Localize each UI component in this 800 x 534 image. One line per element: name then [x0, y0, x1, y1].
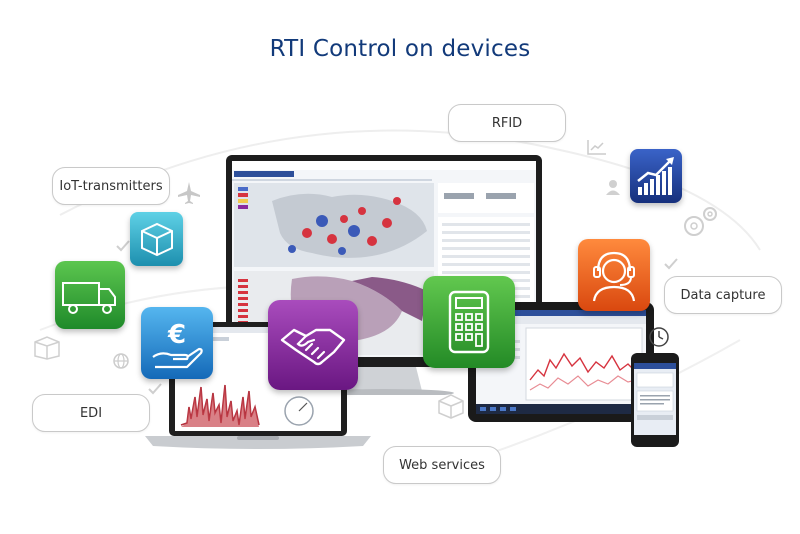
person-icon — [606, 180, 620, 195]
handshake-icon — [268, 300, 358, 390]
svg-text:€: € — [167, 320, 186, 350]
desktop-monitor — [226, 155, 542, 395]
package-box-icon — [130, 212, 183, 266]
web-services-label: Web services — [383, 446, 501, 484]
smartphone — [631, 353, 679, 447]
checkmark-icon — [664, 258, 678, 270]
euro-hand-icon: € — [141, 307, 213, 379]
checkmark-icon — [148, 383, 162, 395]
checkmark-icon — [116, 240, 130, 252]
package-outline-icon — [438, 394, 464, 419]
airplane-icon — [178, 182, 200, 204]
clock-icon — [649, 327, 669, 347]
gears-icon — [684, 207, 717, 236]
headset-agent-icon — [578, 239, 650, 311]
chart-outline-icon — [587, 140, 606, 155]
data-capture-label: Data capture — [664, 276, 782, 314]
edi-label: EDI — [32, 394, 150, 432]
page-title: RTI Control on devices — [269, 36, 531, 62]
iot-transmitters-label: IoT-transmitters — [52, 167, 170, 205]
rfid-label: RFID — [448, 104, 566, 142]
calculator-icon — [423, 276, 515, 368]
truck-icon — [55, 261, 125, 329]
chart-growth-icon — [630, 149, 682, 203]
open-box-icon — [34, 336, 60, 360]
globe-icon — [113, 353, 129, 369]
